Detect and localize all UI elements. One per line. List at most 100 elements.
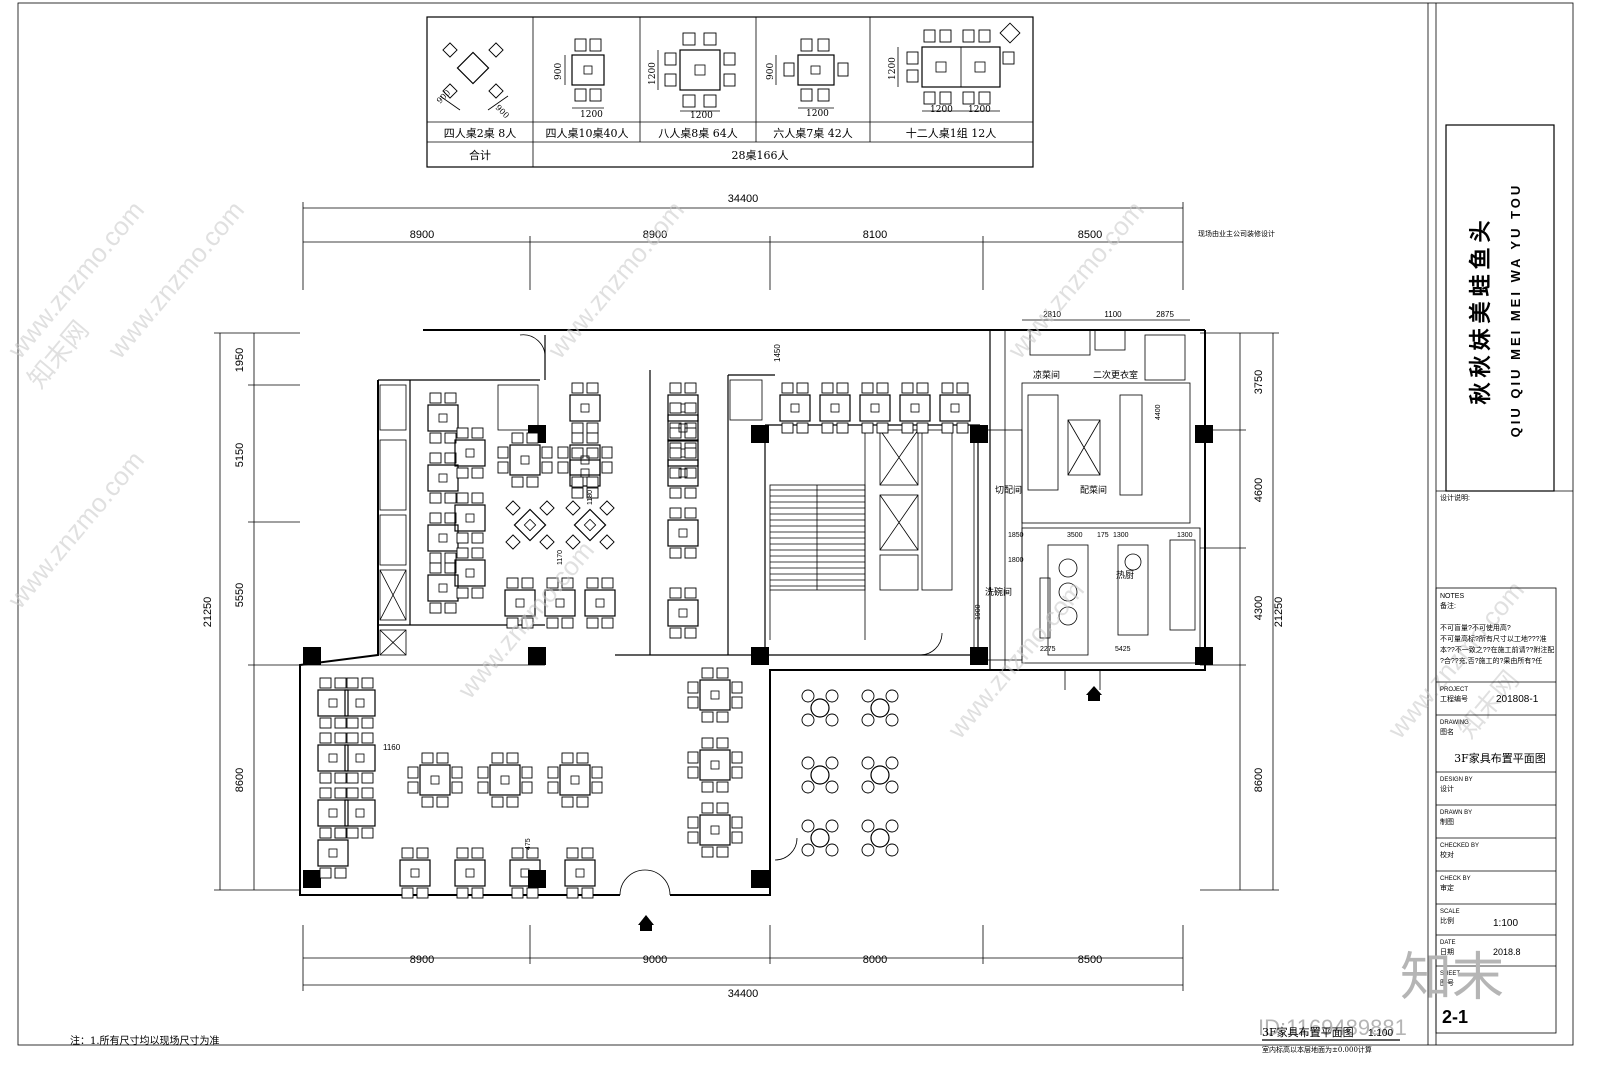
scale-value: 1:100 — [1493, 918, 1518, 929]
dim-bottom: 8500 — [1078, 954, 1102, 966]
room-label-secondary-change: 二次更衣室 — [1093, 369, 1138, 381]
table-four-seat — [779, 382, 811, 434]
table-four-seat — [454, 427, 486, 479]
legend-icon-twelve-seat — [897, 22, 1021, 112]
dim-left: 1950 — [234, 348, 246, 372]
table-eight-seat — [497, 432, 553, 488]
sheet-sub: 图号 — [1440, 979, 1454, 987]
watermark: www.znzmo.com — [1001, 195, 1150, 364]
dim-top: 8900 — [643, 229, 667, 241]
dim-left: 8600 — [234, 768, 246, 792]
dim-kitchen: 1100 — [1104, 310, 1122, 319]
notes-label: NOTES — [1440, 593, 1464, 600]
room-label-cold-dish: 凉菜间 — [1033, 369, 1060, 381]
dim-left: 5550 — [234, 583, 246, 607]
dim-misc: 1450 — [773, 344, 782, 362]
checked-sub: 校对 — [1440, 850, 1454, 859]
table-four-seat — [344, 787, 376, 839]
staircase — [769, 425, 866, 640]
drawing-sub: 图名 — [1440, 727, 1454, 736]
dim-top: 8100 — [863, 229, 887, 241]
table-four-seat — [317, 732, 349, 784]
legend-icon-six-seat — [775, 38, 849, 109]
table-four-seat — [569, 382, 601, 434]
table-four-seat — [859, 382, 891, 434]
table-round-four — [861, 756, 899, 794]
legend-total-value: 28桌166人 — [732, 149, 789, 162]
image-id: ID:1169489881 — [1258, 1015, 1407, 1040]
dim-misc: 1300 — [1177, 532, 1193, 539]
dim-right: 8600 — [1253, 768, 1265, 792]
table-four-seat — [344, 677, 376, 729]
plan-level-note: 室内标高以本层地面为±0.000计算 — [1262, 1045, 1372, 1054]
footnote: 注：1.所有尺寸均以现场尺寸为准 — [70, 1034, 220, 1047]
date-value: 2018.8 — [1493, 947, 1521, 957]
sheet-no: 2-1 — [1442, 1007, 1468, 1027]
checked-label: CHECKED BY — [1440, 843, 1479, 849]
legend-caption: 十二人桌1组 12人 — [906, 126, 997, 140]
notes-line: 本??不一致之??在施工前请??附注配 — [1440, 645, 1554, 654]
legend-icon-four-diagonal — [439, 42, 509, 111]
dimensions-bottom: 8900 9000 8000 8500 34400 — [302, 925, 1184, 1000]
drawn-sub: 制图 — [1440, 817, 1454, 826]
table-four-seat — [427, 562, 459, 614]
legend-total-label: 合计 — [469, 148, 491, 162]
table-four-seat — [564, 847, 596, 899]
table-round-four — [861, 819, 899, 857]
table-four-seat — [819, 382, 851, 434]
legend-icon-eight-seat — [657, 32, 736, 112]
legend-dim: 900 — [554, 63, 564, 80]
dim-right: 3750 — [1253, 370, 1265, 394]
dimensions-right: 3750 4600 4300 8600 21250 — [1200, 332, 1285, 891]
table-eight-seat — [557, 432, 613, 488]
table-four-seat — [504, 577, 536, 629]
dim-bottom: 8900 — [410, 954, 434, 966]
table-four-seat — [427, 452, 459, 504]
legend-icon-four-seat — [564, 38, 605, 109]
plan-title: 3F家具布置平面图 — [1262, 1025, 1354, 1039]
legend-dim: 1200 — [888, 57, 898, 80]
table-round-four — [801, 689, 839, 727]
dim-top: 8500 — [1078, 229, 1102, 241]
legend-caption: 八人桌8桌 64人 — [658, 127, 738, 140]
dim-bottom-overall: 34400 — [728, 988, 759, 1000]
table-eight-seat — [477, 752, 533, 808]
drawing-name: 3F家具布置平面图 — [1454, 751, 1546, 765]
notes-sub: 备注: — [1440, 601, 1456, 610]
project-no: 201808-1 — [1496, 694, 1539, 705]
dim-bottom: 9000 — [643, 954, 667, 966]
table-round-four — [801, 756, 839, 794]
table-four-seat — [667, 447, 699, 499]
check-sub: 审定 — [1440, 883, 1454, 892]
date-label: DATE — [1440, 940, 1456, 946]
table-four-seat — [344, 732, 376, 784]
notes-line: 不可盲量?不可使用高? — [1440, 623, 1511, 632]
watermark: www.znzmo.com — [541, 195, 690, 364]
dim-misc: 1170 — [557, 550, 564, 565]
room-label-prep: 配菜间 — [1080, 484, 1107, 496]
dim-right: 4300 — [1253, 596, 1265, 620]
dim-misc: 175 — [1097, 532, 1109, 539]
design-note-label: 设计说明: — [1440, 493, 1470, 502]
table-four-seat — [569, 447, 601, 499]
table-four-seat — [399, 847, 431, 899]
room-label-cutting: 切配间 — [995, 484, 1022, 496]
legend-caption: 六人桌7桌 42人 — [773, 127, 853, 140]
table-four-seat — [317, 827, 349, 879]
legend-caption: 四人桌2桌 8人 — [444, 127, 517, 140]
legend-dim: 900 — [494, 103, 511, 120]
dim-misc: 1850 — [1008, 532, 1024, 539]
date-sub: 日期 — [1440, 948, 1454, 956]
room-label-hot-kitchen: 热厨 — [1116, 569, 1134, 581]
table-four-seat — [584, 577, 616, 629]
table-diagonal-four — [505, 500, 555, 550]
watermark: www.znzmo.com — [941, 575, 1090, 744]
dim-right-overall: 21250 — [1273, 597, 1285, 628]
table-four-seat — [317, 677, 349, 729]
table-four-seat — [454, 492, 486, 544]
table-four-seat — [427, 512, 459, 564]
dim-top-overall: 34400 — [728, 193, 759, 205]
table-eight-seat — [547, 752, 603, 808]
table-legend: 900 900 900 1200 1200 1200 900 1200 1200… — [426, 16, 1034, 168]
dim-misc: 2275 — [1040, 646, 1056, 653]
